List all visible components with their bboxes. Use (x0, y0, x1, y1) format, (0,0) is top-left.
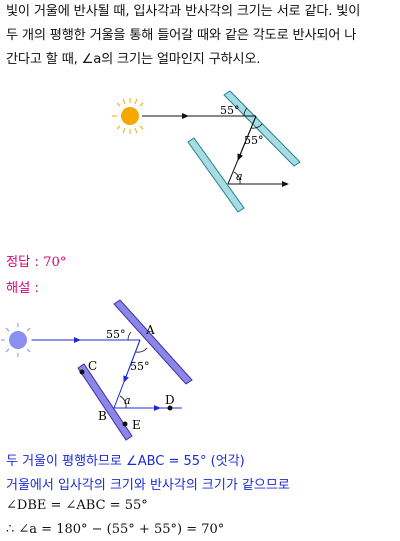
mirror-a (113, 299, 193, 385)
problem-line-1: 빛이 거울에 반사될 때, 입사각과 반사각의 크기는 서로 같다. 빛이 (6, 4, 361, 19)
mirror-top (223, 90, 301, 167)
angle-label-a: a (236, 170, 243, 183)
angle-label-top: 55° (220, 104, 240, 117)
angle-label-mid: 55° (244, 134, 264, 147)
problem-line-2: 두 개의 평행한 거울을 통해 들어갈 때와 같은 각도로 반사되어 나 (6, 28, 357, 43)
fig2-angle-a: a (124, 394, 131, 407)
problem-line-3: 간다고 할 때, ∠a의 크기는 얼마인지 구하시오. (6, 52, 261, 67)
explanation-figure: 55° 55° a A B C D E (1, 299, 193, 441)
solution-line-3: ∠DBE = ∠ABC = 55° (6, 498, 148, 513)
sun-icon-2 (1, 323, 35, 357)
explanation-label: 해설 : (6, 281, 39, 296)
solution-line-2: 거울에서 입사각의 크기와 반사각의 크기가 같으므로 (6, 478, 290, 493)
mirror-b (77, 363, 133, 441)
point-a-label: A (145, 323, 155, 337)
problem-figure: 55° 55° a (112, 90, 301, 213)
point-d-label: D (165, 393, 175, 407)
answer-label: 정답 : (6, 255, 39, 270)
solution-line-4: ∴ ∠a = 180° − (55° + 55°) = 70° (6, 522, 225, 537)
answer-line: 정답 : 70° (6, 251, 66, 270)
mirror-bottom (187, 137, 245, 213)
problem-text: 빛이 거울에 반사될 때, 입사각과 반사각의 크기는 서로 같다. 빛이 두 … (6, 0, 398, 72)
solution-line-1: 두 거울이 평행하므로 ∠ABC = 55° (엇각) (6, 454, 245, 469)
fig2-angle-top: 55° (106, 328, 126, 341)
point-e-label: E (132, 418, 141, 432)
point-b-label: B (98, 409, 107, 423)
answer-value: 70° (43, 255, 67, 270)
point-c-label: C (88, 359, 97, 373)
fig2-angle-mid: 55° (130, 360, 150, 373)
